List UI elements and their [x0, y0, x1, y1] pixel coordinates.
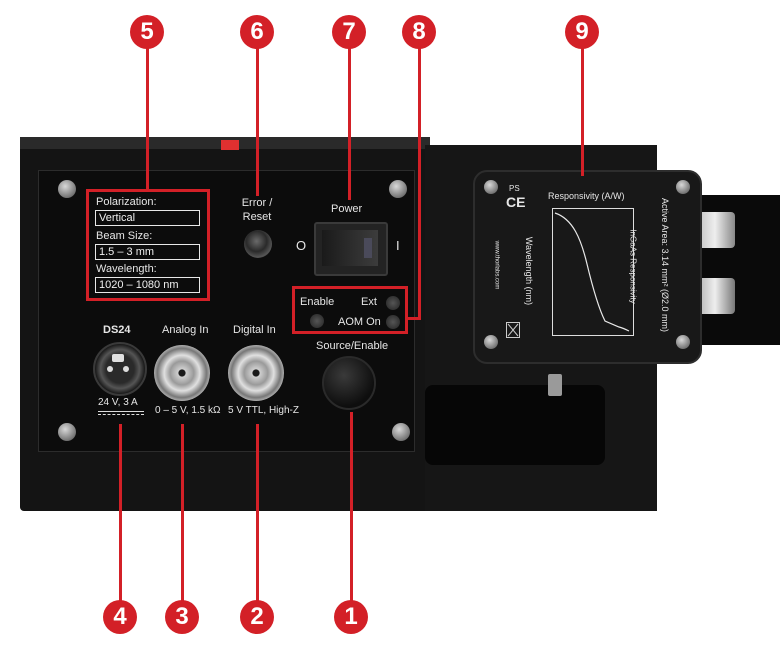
ext-label: Ext — [361, 296, 377, 308]
analog-in-spec: 0 – 5 V, 1.5 kΩ — [155, 405, 221, 416]
responsivity-title: Responsivity (A/W) — [548, 191, 625, 201]
digital-in-label: Digital In — [233, 324, 276, 336]
leader-line-6 — [256, 48, 259, 196]
callout-8: 8 — [402, 15, 436, 49]
ce-mark: CE — [506, 194, 526, 210]
ext-led — [386, 296, 400, 310]
callout-5: 5 — [130, 15, 164, 49]
leader-line-1 — [350, 412, 353, 602]
power-label: Power — [331, 203, 363, 215]
ds24-rating: 24 V, 3 A — [98, 397, 138, 408]
leader-line-4 — [119, 424, 122, 602]
aom-on-label: AOM On — [338, 316, 381, 328]
side-cutout — [425, 385, 605, 465]
error-reset-label: Error / Reset — [241, 197, 273, 223]
callout-1: 1 — [334, 600, 368, 634]
beam-size-label: Beam Size: — [96, 230, 153, 242]
beam-size-value: 1.5 – 3 mm — [95, 244, 200, 260]
callout-4: 4 — [103, 600, 137, 634]
ds24-label: DS24 — [103, 324, 131, 336]
screw-top-left — [58, 180, 76, 198]
callout-box-8 — [292, 286, 408, 334]
leader-line-7 — [348, 48, 351, 200]
responsivity-curve — [554, 212, 630, 332]
callout-box-5 — [86, 189, 210, 301]
leader-line-9 — [581, 48, 584, 176]
leader-line-2 — [256, 424, 259, 602]
ds24-pin — [107, 366, 113, 372]
callout-6: 6 — [240, 15, 274, 49]
detector-screw-tl — [484, 180, 498, 194]
dc-symbol — [98, 411, 144, 412]
error-reset-button[interactable] — [244, 230, 272, 258]
callout-7: 7 — [332, 15, 366, 49]
wavelength-axis-label: Wavelength (nm) — [524, 236, 535, 306]
ds24-key — [112, 354, 124, 362]
detector-screw-br — [676, 335, 690, 349]
red-indicator — [221, 140, 239, 150]
power-off-mark: O — [296, 238, 307, 253]
leader-line-3 — [181, 424, 184, 602]
screw-bottom-right — [392, 423, 410, 441]
source-enable-label: Source/Enable — [316, 340, 389, 352]
dc-symbol-dashed — [98, 414, 144, 415]
detector-screw-tr — [676, 180, 690, 194]
wavelength-label: Wavelength: — [96, 263, 157, 275]
power-switch[interactable] — [314, 222, 388, 276]
curve-label: InGaAs Responsivity — [628, 229, 638, 304]
polarization-value: Vertical — [95, 210, 200, 226]
digital-in-spec: 5 V TTL, High-Z — [228, 405, 299, 416]
power-on-mark: I — [396, 238, 400, 253]
power-rocker-led — [364, 238, 372, 258]
analog-in-bnc[interactable] — [154, 345, 210, 401]
analog-in-label: Analog In — [162, 324, 209, 336]
screw-bottom-left — [58, 423, 76, 441]
callout-3: 3 — [165, 600, 199, 634]
callout-2: 2 — [240, 600, 274, 634]
enable-led — [310, 314, 324, 328]
digital-in-bnc[interactable] — [228, 345, 284, 401]
wavelength-value: 1020 – 1080 nm — [95, 277, 200, 293]
ds24-connector[interactable] — [93, 342, 147, 396]
source-enable-knob[interactable] — [322, 356, 376, 410]
leader-line-8 — [418, 48, 421, 320]
ps-mark: PS — [509, 184, 520, 193]
screw-top-right — [389, 180, 407, 198]
callout-9: 9 — [565, 15, 599, 49]
leader-line-5 — [146, 48, 149, 190]
website: www.thorlabs.com — [493, 240, 500, 290]
aom-on-led — [386, 315, 400, 329]
polarization-label: Polarization: — [96, 196, 157, 208]
ds24-pin — [123, 366, 129, 372]
active-area: Active Area: 3.14 mm² (Ø2.0 mm) — [660, 197, 670, 333]
enable-label: Enable — [300, 296, 335, 308]
leader-line-8-horizontal — [406, 317, 421, 320]
responsivity-plot — [552, 208, 634, 336]
side-post — [548, 374, 562, 396]
detector-screw-bl — [484, 335, 498, 349]
weee-icon — [506, 322, 520, 338]
